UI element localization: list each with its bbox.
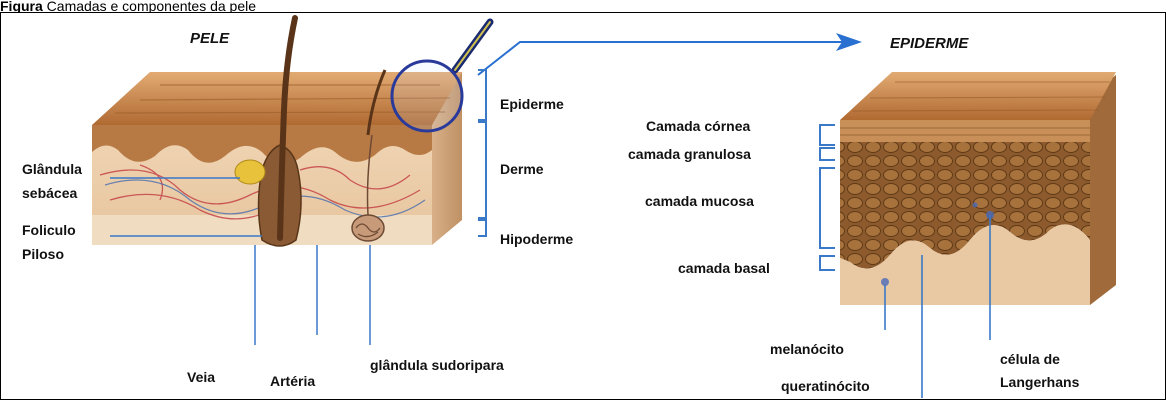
magnifier — [392, 22, 490, 131]
sebaceous-gland — [235, 160, 265, 184]
label-hipoderme: Hipoderme — [500, 230, 573, 248]
label-melanocito: melanócito — [770, 340, 844, 358]
label-foliculo-line2: Piloso — [22, 245, 64, 263]
label-langerhans-line2: Langerhans — [1000, 373, 1079, 391]
label-queratinocito: queratinócito — [781, 377, 870, 395]
label-glandula-sebacea-line1: Glândula — [22, 160, 82, 178]
label-glandula-sudoripara: glândula sudoripara — [370, 356, 504, 374]
zoom-arrow — [478, 33, 862, 75]
epidermis-surface-top — [840, 72, 1116, 120]
epidermis-brackets — [820, 125, 835, 270]
layer-brackets — [478, 70, 486, 236]
label-camada-mucosa: camada mucosa — [645, 192, 754, 210]
label-langerhans-line1: célula de — [1000, 350, 1060, 368]
label-foliculo-line1: Foliculo — [22, 221, 76, 239]
label-veia: Veia — [187, 368, 215, 386]
label-epiderme: Epiderme — [500, 95, 564, 113]
title-pele: PELE — [190, 30, 229, 47]
label-camada-basal: camada basal — [678, 259, 770, 277]
title-epiderme: EPIDERME — [890, 35, 968, 52]
label-camada-granulosa: camada granulosa — [628, 145, 751, 163]
label-camada-cornea: Camada córnea — [646, 117, 750, 135]
epidermis-block — [840, 72, 1116, 305]
label-arteria: Artéria — [270, 372, 315, 390]
label-derme: Derme — [500, 160, 544, 178]
label-glandula-sebacea-line2: sebácea — [22, 184, 77, 202]
